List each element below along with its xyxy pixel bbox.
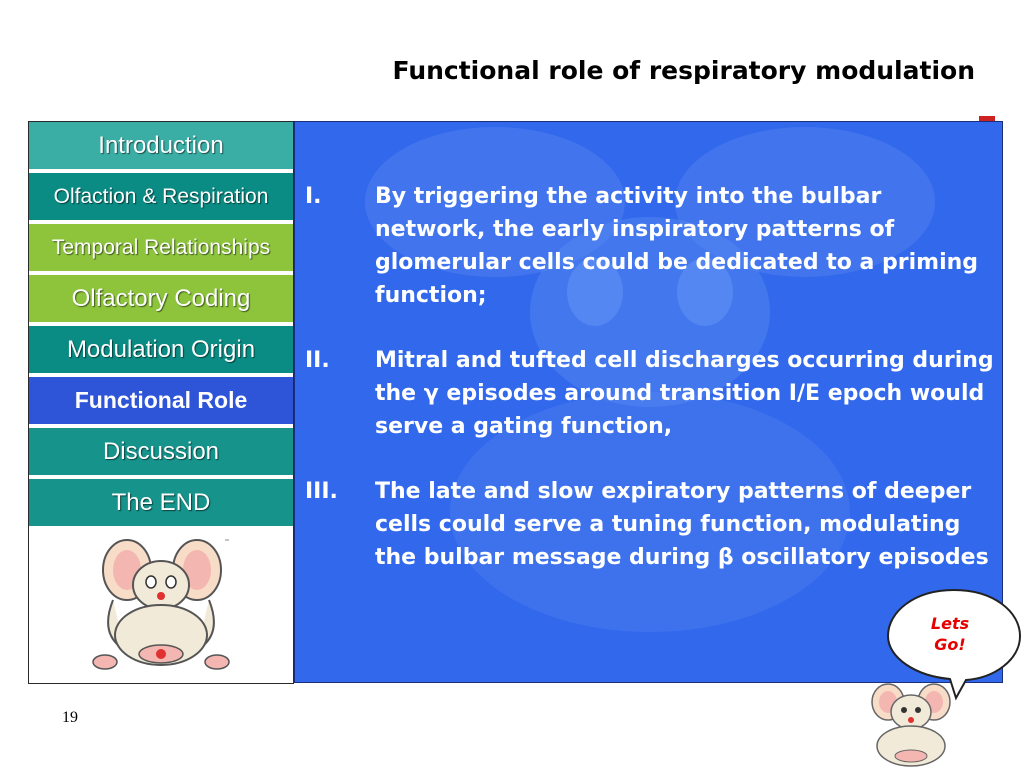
bullet-list: I. By triggering the activity into the b…	[305, 180, 995, 606]
decorative-mark	[979, 116, 995, 121]
nav-item-discussion[interactable]: Discussion	[29, 428, 293, 477]
list-item-number: III.	[305, 479, 338, 504]
slide-title: Functional role of respiratory modulatio…	[392, 56, 975, 85]
nav-item-modulation-origin[interactable]: Modulation Origin	[29, 326, 293, 375]
nav-item-label: The END	[111, 488, 211, 516]
nav-item-label: Introduction	[98, 131, 224, 159]
nav-item-label: Olfactory Coding	[71, 284, 251, 312]
mascot-panel	[29, 530, 293, 683]
nav-item-label: Modulation Origin	[66, 335, 256, 363]
nav-item-olfactory-coding[interactable]: Olfactory Coding	[29, 275, 293, 324]
content-panel: I. By triggering the activity into the b…	[294, 121, 1003, 683]
corner-mouse-icon	[871, 683, 951, 767]
background-mouse-watermark	[365, 127, 935, 632]
list-item-text: Mitral and tufted cell discharges occurr…	[375, 348, 994, 439]
speech-bubble-text[interactable]: Lets Go!	[930, 614, 970, 654]
list-item-number: II.	[305, 348, 330, 373]
list-item: I. By triggering the activity into the b…	[305, 180, 995, 312]
navigation-sidebar: Introduction Olfaction & Respiration Tem…	[28, 121, 294, 684]
nav-item-label: Olfaction & Respiration	[53, 184, 269, 208]
nav-item-label: Temporal Relationships	[51, 235, 271, 259]
list-item-number: I.	[305, 184, 322, 209]
list-item: III. The late and slow expiratory patter…	[305, 475, 995, 574]
nav-item-introduction[interactable]: Introduction	[29, 122, 293, 171]
nav-item-label: Functional Role	[74, 387, 248, 413]
nav-item-temporal-relationships[interactable]: Temporal Relationships	[29, 224, 293, 273]
list-item-text: The late and slow expiratory patterns of…	[375, 479, 989, 570]
cartoon-mouse-image	[92, 539, 230, 670]
nav-item-olfaction-respiration[interactable]: Olfaction & Respiration	[29, 173, 293, 222]
nav-item-functional-role[interactable]: Functional Role	[29, 377, 293, 426]
nav-item-label: Discussion	[102, 437, 220, 465]
speech-bubble[interactable]	[884, 586, 1024, 701]
list-item: II. Mitral and tufted cell discharges oc…	[305, 344, 995, 443]
page-number: 19	[62, 709, 78, 726]
list-item-text: By triggering the activity into the bulb…	[375, 184, 979, 308]
nav-item-the-end[interactable]: The END	[29, 479, 293, 528]
